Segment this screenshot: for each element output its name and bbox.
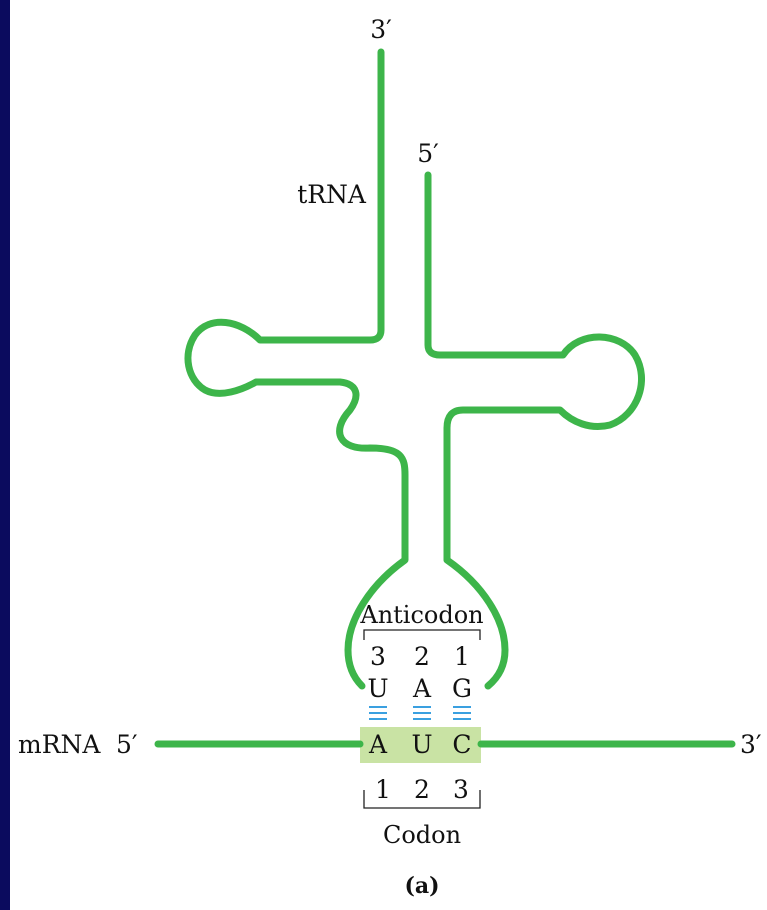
codon-position: 1 (375, 775, 391, 804)
anticodon-base: A (412, 674, 432, 703)
anticodon-label: Anticodon (359, 601, 483, 629)
codon-label: Codon (383, 821, 461, 849)
base-pair-1 (369, 706, 387, 720)
trna-3-prime-label: 3′ (370, 15, 392, 44)
base-pair-2 (413, 706, 431, 720)
mrna-label: mRNA (18, 730, 101, 759)
trna-strand-right (424, 171, 645, 690)
anticodon-position: 2 (414, 642, 430, 671)
codon-position: 3 (453, 775, 469, 804)
anticodon-base: G (452, 674, 472, 703)
anticodon-base: U (367, 674, 388, 703)
trna-label: tRNA (297, 180, 367, 209)
codon-position: 2 (414, 775, 430, 804)
figure-caption: (a) (404, 873, 439, 899)
codon-base: C (452, 730, 471, 759)
codon-highlight (360, 727, 481, 763)
codon-bracket (363, 790, 481, 809)
anticodon-bracket (363, 629, 481, 640)
mrna-5-prime-label: 5′ (116, 730, 138, 759)
trna-diagram: 3′ 5′ tRNA Anticodon 3 2 1 U A G mRNA 5′… (18, 15, 762, 899)
figure-panel: 3′ 5′ tRNA Anticodon 3 2 1 U A G mRNA 5′… (10, 0, 767, 910)
mrna-3-prime-label: 3′ (740, 730, 762, 759)
codon-base: U (411, 730, 432, 759)
anticodon-position: 3 (370, 642, 386, 671)
trna-5-prime-label: 5′ (417, 139, 439, 168)
trna-strand (184, 48, 409, 690)
anticodon-position: 1 (454, 642, 470, 671)
base-pair-3 (453, 706, 471, 720)
codon-base: A (368, 730, 388, 759)
